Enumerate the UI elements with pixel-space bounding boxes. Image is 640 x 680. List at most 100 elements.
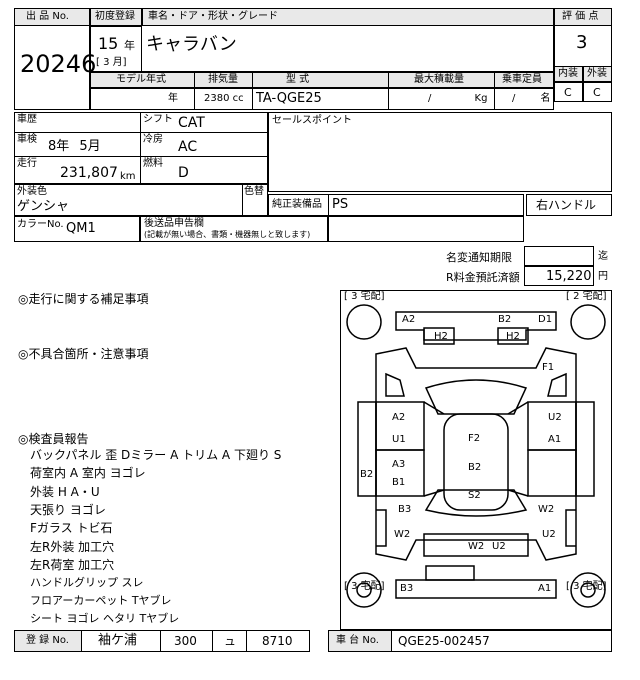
- first-reg-label: 初度登録: [95, 11, 135, 22]
- later-report-box: [140, 216, 328, 242]
- genuine-equipment-box: [268, 194, 524, 216]
- reg-no-header: [14, 630, 82, 652]
- interior-grade-cell: [554, 82, 583, 102]
- mileage-label: 走行: [17, 158, 37, 169]
- mark-u2-right2: U2: [542, 529, 556, 540]
- exterior-grade-header: [583, 66, 612, 82]
- mark-s2-center: S2: [468, 490, 481, 501]
- car-diagram: [346, 304, 606, 608]
- chassis-header: [328, 630, 392, 652]
- shift-label: シフト: [143, 114, 173, 125]
- inspector-line: 外装 H A・U: [30, 485, 100, 499]
- fuel-value: D: [178, 165, 189, 181]
- later-report-label: 後送品申告欄: [144, 218, 204, 229]
- lot-no: 20246: [20, 50, 97, 78]
- roof: [443, 413, 509, 511]
- inspection-value: 8年 5月: [48, 139, 101, 154]
- diagram-tr-label: [ 2 宅配]: [566, 291, 607, 302]
- first-reg-header: [90, 8, 142, 26]
- inspector-line: バックパネル 歪 Dミラー A トリム A 下廻り S: [30, 448, 282, 462]
- color-change-divider: [242, 184, 243, 216]
- mark-b3-left: B3: [398, 504, 412, 515]
- body-outline: [375, 347, 577, 561]
- rear-panel: [423, 533, 529, 557]
- max-load: / Kg: [428, 93, 488, 104]
- year-unit: 年: [124, 39, 135, 52]
- model-year-label: モデル年式: [116, 74, 166, 85]
- inspector-line: フロアーカーペット Tヤブレ: [30, 594, 172, 607]
- history-label: 車歴: [17, 114, 37, 125]
- mileage-value: 231,807: [60, 165, 118, 181]
- mark-a2-left: A2: [392, 412, 406, 423]
- rear-bumper: [395, 579, 557, 599]
- model-type-label: 型 式: [286, 74, 310, 85]
- reg-class: 300: [174, 634, 197, 648]
- capacity: / 名: [512, 93, 551, 104]
- car-name: キャラバン: [146, 34, 237, 55]
- car-name-header: [142, 8, 554, 26]
- color-no-box: [14, 216, 140, 242]
- spec-divider-3: [388, 72, 389, 110]
- front-bumper: [395, 311, 557, 341]
- chassis-value: QGE25-002457: [398, 634, 490, 648]
- lot-no-label: 出 品 No.: [26, 11, 69, 22]
- mark-a1-bottom: A1: [538, 583, 552, 594]
- color-change-label: 色替: [244, 186, 264, 197]
- exterior-label: 外装: [587, 68, 607, 79]
- grade-header: [554, 8, 612, 26]
- genuine-equipment-label: 純正装備品: [272, 199, 322, 210]
- grade-value: 3: [576, 32, 588, 53]
- model-type: TA-QGE25: [256, 91, 322, 106]
- recycle-box: [524, 266, 594, 286]
- inspection-label: 車検: [17, 134, 37, 145]
- capacity-label: 乗車定員: [502, 74, 542, 85]
- exterior-color-box: [14, 184, 268, 216]
- mileage-unit: km: [120, 171, 136, 182]
- inspector-line: ハンドルグリップ スレ: [30, 576, 144, 589]
- left-side-panel: [357, 401, 377, 497]
- diagram-br-label: [ 3 宅配]: [566, 581, 607, 592]
- mark-u2-bottom: U2: [492, 541, 506, 552]
- lot-no-header: [14, 8, 90, 26]
- mark-b1-left: B1: [392, 477, 406, 488]
- mark-w2-bottom: W2: [468, 541, 485, 552]
- displacement-label: 排気量: [208, 74, 238, 85]
- reg-area: 袖ケ浦: [98, 633, 138, 648]
- name-change-box: [524, 246, 594, 266]
- interior-grade-header: [554, 66, 583, 82]
- recycle-label: R料金預託済額: [446, 271, 520, 284]
- color-no-label: カラーNo.: [17, 219, 64, 230]
- model-year-unit: 年: [168, 93, 178, 104]
- driving-notes-label: ◎走行に関する補足事項: [18, 292, 149, 306]
- color-no: QM1: [66, 221, 96, 236]
- reg-kana: ュ: [224, 634, 237, 648]
- reg-divider-1: [160, 630, 161, 652]
- mark-a3-left: A3: [392, 459, 406, 470]
- inspector-line: シート ヨゴレ ヘタリ Tヤブレ: [30, 612, 180, 625]
- name-change-unit: 迄: [598, 251, 608, 262]
- mark-h2-left: H2: [434, 331, 448, 342]
- ac-value: AC: [178, 139, 198, 155]
- details-row-divider-2: [14, 156, 268, 157]
- car-diagram-frame: [340, 290, 612, 630]
- inspector-line: Fガラス トビ石: [30, 521, 113, 535]
- inspector-label: ◎検査員報告: [18, 432, 89, 446]
- handle-box: [526, 194, 612, 216]
- handle-value: 右ハンドル: [536, 198, 597, 212]
- defects-label: ◎不具合箇所・注意事項: [18, 347, 149, 361]
- fuel-label: 燃料: [143, 158, 163, 169]
- inspector-line: 天張り ヨゴレ: [30, 503, 106, 517]
- mark-b2-left: B2: [360, 469, 374, 480]
- interior-grade: C: [564, 86, 572, 99]
- mark-u2-right: U2: [548, 412, 562, 423]
- mark-b2-top: B2: [498, 314, 512, 325]
- details-row-divider-1: [14, 132, 268, 133]
- reg-no-label: 登 録 No.: [26, 635, 69, 646]
- details-mid-divider: [140, 112, 141, 184]
- reg-number: 8710: [262, 634, 293, 648]
- mark-u1-left: U1: [392, 434, 406, 445]
- mark-a2-top: A2: [402, 314, 416, 325]
- genuine-equipment: PS: [332, 197, 349, 212]
- reg-divider-3: [246, 630, 247, 652]
- first-reg-cell: [90, 26, 142, 72]
